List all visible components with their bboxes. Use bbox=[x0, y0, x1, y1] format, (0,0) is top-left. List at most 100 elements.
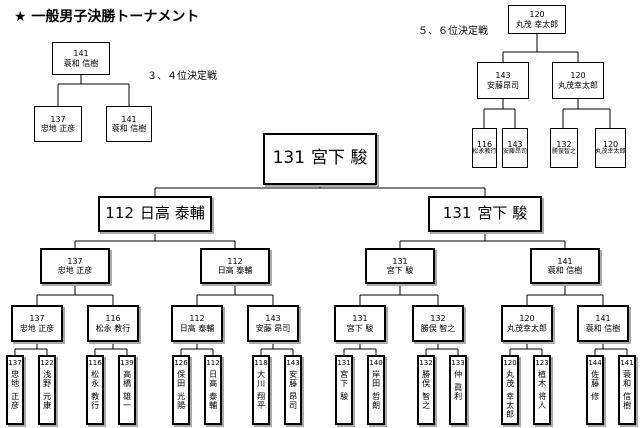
quarter-num: 137 bbox=[29, 314, 45, 324]
first-round-given-name: 信樹 bbox=[622, 392, 632, 411]
fifth-place-r1-name: 勝俣智之 bbox=[551, 148, 576, 156]
fifth-place-r1-name: 松永教行 bbox=[472, 148, 497, 156]
first-round-family-name: 佐藤 bbox=[590, 370, 600, 389]
quarter-name: 勝俣 智之 bbox=[420, 323, 456, 333]
quarter-box-5: 131 宮下 駿 bbox=[334, 305, 386, 342]
first-round-family-name: 忠地 bbox=[10, 370, 20, 389]
quarter-num: 112 bbox=[189, 314, 205, 324]
final-right-box: 131 宮下 駿 bbox=[428, 196, 542, 232]
quarter-box-8: 141 蓑和 信樹 bbox=[577, 305, 629, 342]
first-round-num: 132 bbox=[419, 359, 433, 367]
bracket-line-final-right bbox=[399, 232, 566, 248]
first-round-given-name: 眞利 bbox=[453, 383, 463, 402]
first-round-family-name: 岸田 bbox=[371, 370, 381, 389]
fifth-place-r1-box-2: 143 安藤昂司 bbox=[502, 128, 528, 168]
first-round-num: 112 bbox=[206, 359, 220, 367]
first-round-num: 133 bbox=[451, 359, 465, 367]
semi-box-1: 137 忠地 正彦 bbox=[40, 248, 110, 284]
bracket-line-qf-1 bbox=[14, 342, 48, 355]
first-round-num: 116 bbox=[88, 359, 102, 367]
bracket-line-qf-4 bbox=[260, 342, 294, 355]
fifth-place-r1-box-4: 120 丸茂幸太郎 bbox=[595, 128, 626, 168]
first-round-family-name: 松永 bbox=[90, 370, 100, 389]
first-round-family-name: 安藤 bbox=[288, 370, 298, 389]
third-place-note: ３、４位決定戦 bbox=[147, 71, 217, 82]
first-round-family-name: 保田 bbox=[176, 370, 186, 389]
quarter-num: 131 bbox=[352, 314, 368, 324]
first-round-num: 126 bbox=[174, 359, 188, 367]
quarter-box-6: 132 勝俣 智之 bbox=[412, 305, 464, 342]
first-round-family-name: 仲 bbox=[453, 370, 463, 380]
quarter-box-2: 116 松永 教行 bbox=[87, 305, 139, 342]
final-right-name: 宮下 駿 bbox=[477, 204, 528, 223]
fifth-place-r1-name: 丸茂幸太郎 bbox=[595, 148, 626, 156]
final-left-name: 日高 泰輔 bbox=[139, 204, 205, 223]
bracket-line-fifth-semi-left bbox=[483, 99, 516, 128]
first-round-num: 118 bbox=[254, 359, 268, 367]
final-left-box: 112 日高 泰輔 bbox=[98, 196, 212, 232]
quarter-num: 116 bbox=[105, 314, 121, 324]
first-round-family-name: 日高 bbox=[208, 370, 218, 389]
fifth-place-r1-num: 116 bbox=[476, 139, 493, 149]
third-place-left-name: 忠地 正彦 bbox=[40, 124, 76, 133]
first-round-family-name: 宮下 bbox=[339, 370, 349, 389]
quarter-num: 120 bbox=[519, 314, 535, 324]
fifth-place-r1-box-3: 132 勝俣智之 bbox=[550, 128, 578, 168]
first-round-family-name: 丸茂 bbox=[505, 370, 515, 389]
semi-box-3: 131 宮下 駿 bbox=[365, 248, 435, 284]
semi-num: 137 bbox=[67, 256, 83, 266]
quarter-name: 宮下 駿 bbox=[346, 323, 374, 333]
bracket-line-qf-6 bbox=[425, 342, 459, 355]
fifth-place-semi-left-name: 安藤昂司 bbox=[487, 80, 519, 90]
semi-name: 宮下 駿 bbox=[386, 266, 414, 275]
fifth-place-semi-left-num: 143 bbox=[495, 71, 511, 81]
bracket-line-semi-4 bbox=[526, 284, 604, 305]
fifth-place-winner-num: 120 bbox=[529, 10, 545, 20]
first-round-given-name: 正彦 bbox=[10, 392, 20, 411]
third-place-right-name: 蓑和 信樹 bbox=[111, 124, 147, 133]
first-round-num: 123 bbox=[535, 359, 549, 367]
third-place-right-box: 141 蓑和 信樹 bbox=[106, 106, 152, 142]
first-round-given-name: 翔平 bbox=[256, 392, 266, 411]
quarter-box-3: 112 日高 泰輔 bbox=[171, 305, 223, 342]
first-round-given-name: 昂司 bbox=[288, 392, 298, 411]
quarter-box-1: 137 忠地 正彦 bbox=[11, 305, 63, 342]
fifth-place-winner-name: 丸茂 幸太郎 bbox=[515, 19, 559, 29]
bracket-line-qf-7 bbox=[509, 342, 543, 355]
first-round-given-name: 駿 bbox=[339, 392, 349, 402]
first-round-num: 139 bbox=[120, 359, 134, 367]
semi-name: 忠地 正彦 bbox=[57, 266, 93, 275]
final-left-num: 112 bbox=[105, 204, 134, 223]
bracket-line-qf-2 bbox=[94, 342, 128, 355]
semi-num: 112 bbox=[227, 256, 243, 266]
champion-name: 宮下 駿 bbox=[311, 148, 368, 169]
first-round-given-name: 哲朗 bbox=[371, 392, 381, 411]
quarter-name: 忠地 正彦 bbox=[19, 323, 55, 333]
fifth-place-semi-right-name: 丸茂幸太郎 bbox=[558, 80, 598, 90]
bracket-line-semi-2 bbox=[196, 284, 274, 305]
bracket-line-qf-8 bbox=[594, 342, 628, 355]
third-place-left-num: 137 bbox=[50, 114, 66, 124]
bracket-line-final-left bbox=[74, 232, 236, 248]
bracket-line-semi-1 bbox=[36, 284, 114, 305]
first-round-given-name: 修 bbox=[590, 392, 600, 402]
champion-num: 131 bbox=[272, 148, 306, 169]
quarter-box-7: 120 丸茂幸太郎 bbox=[501, 305, 553, 342]
semi-box-4: 141 蓑和 信樹 bbox=[530, 248, 600, 284]
first-round-family-name: 高橋 bbox=[122, 370, 132, 389]
first-round-family-name: 植木 bbox=[537, 370, 547, 389]
semi-name: 蓑和 信樹 bbox=[547, 266, 583, 275]
quarter-name: 蓑和 信樹 bbox=[585, 323, 621, 333]
fifth-place-note: ５、６位決定戦 bbox=[418, 26, 488, 37]
fifth-place-r1-num: 120 bbox=[602, 139, 619, 149]
bracket-line-champion bbox=[154, 185, 486, 196]
first-round-num: 143 bbox=[286, 359, 300, 367]
